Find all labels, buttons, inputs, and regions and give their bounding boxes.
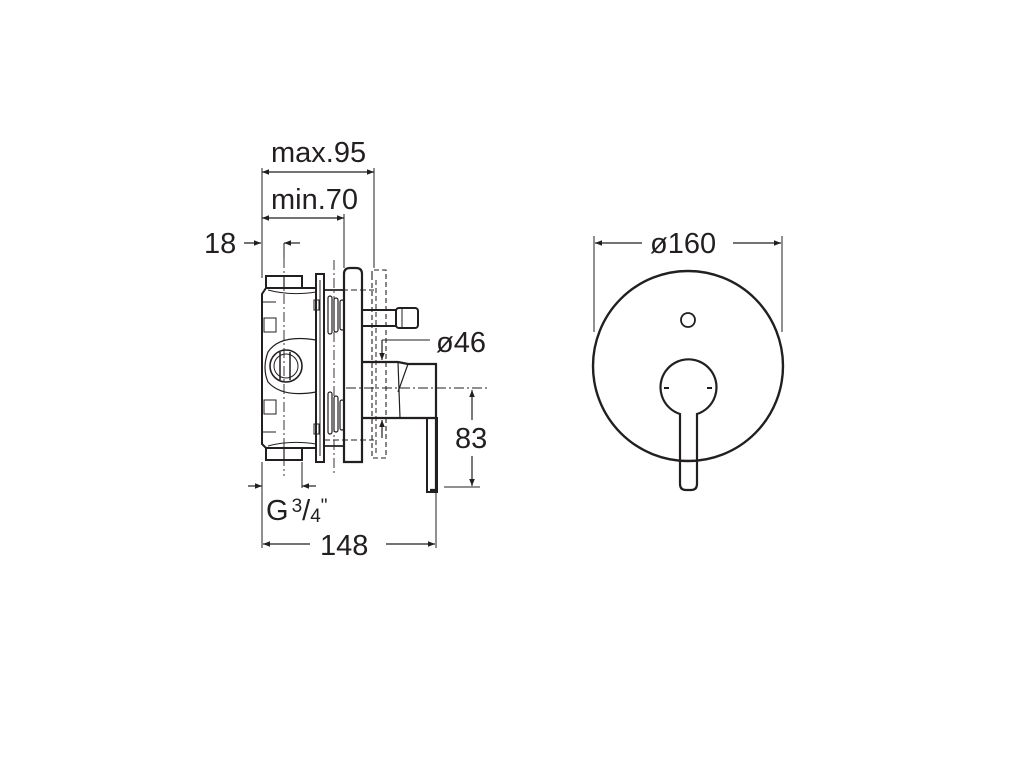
lever-height-label: 83 bbox=[455, 423, 487, 455]
diverter-knob-circle bbox=[680, 312, 696, 328]
lever-handle bbox=[659, 358, 718, 492]
dimension-max-depth: max.95 bbox=[261, 137, 375, 278]
dimension-offset: 18 bbox=[204, 228, 300, 260]
diverter-stem bbox=[362, 307, 419, 329]
plate-diameter-label: ø160 bbox=[650, 228, 716, 260]
dimension-plate-diameter: ø160 bbox=[593, 228, 783, 332]
diverter-diameter-label: ø46 bbox=[436, 327, 486, 359]
min-depth-label: min.70 bbox=[271, 184, 358, 216]
mounting-flange bbox=[313, 260, 345, 476]
lever-body bbox=[346, 360, 490, 493]
wall-plate-side bbox=[324, 266, 374, 464]
dimension-diverter-diameter: ø46 bbox=[379, 327, 486, 438]
offset-label: 18 bbox=[204, 228, 236, 260]
wall-plate-circle bbox=[591, 269, 785, 463]
rough-in-body bbox=[261, 258, 317, 476]
dimension-lever-height: 83 bbox=[444, 390, 487, 488]
tile-outline bbox=[371, 269, 387, 459]
dimension-total-depth: 148 bbox=[263, 492, 437, 562]
max-depth-label: max.95 bbox=[271, 137, 366, 169]
total-depth-label: 148 bbox=[320, 530, 368, 562]
side-view: max.95 min.70 18 bbox=[204, 137, 490, 562]
dimension-min-depth: min.70 bbox=[262, 184, 358, 268]
front-view: ø160 bbox=[591, 228, 785, 492]
